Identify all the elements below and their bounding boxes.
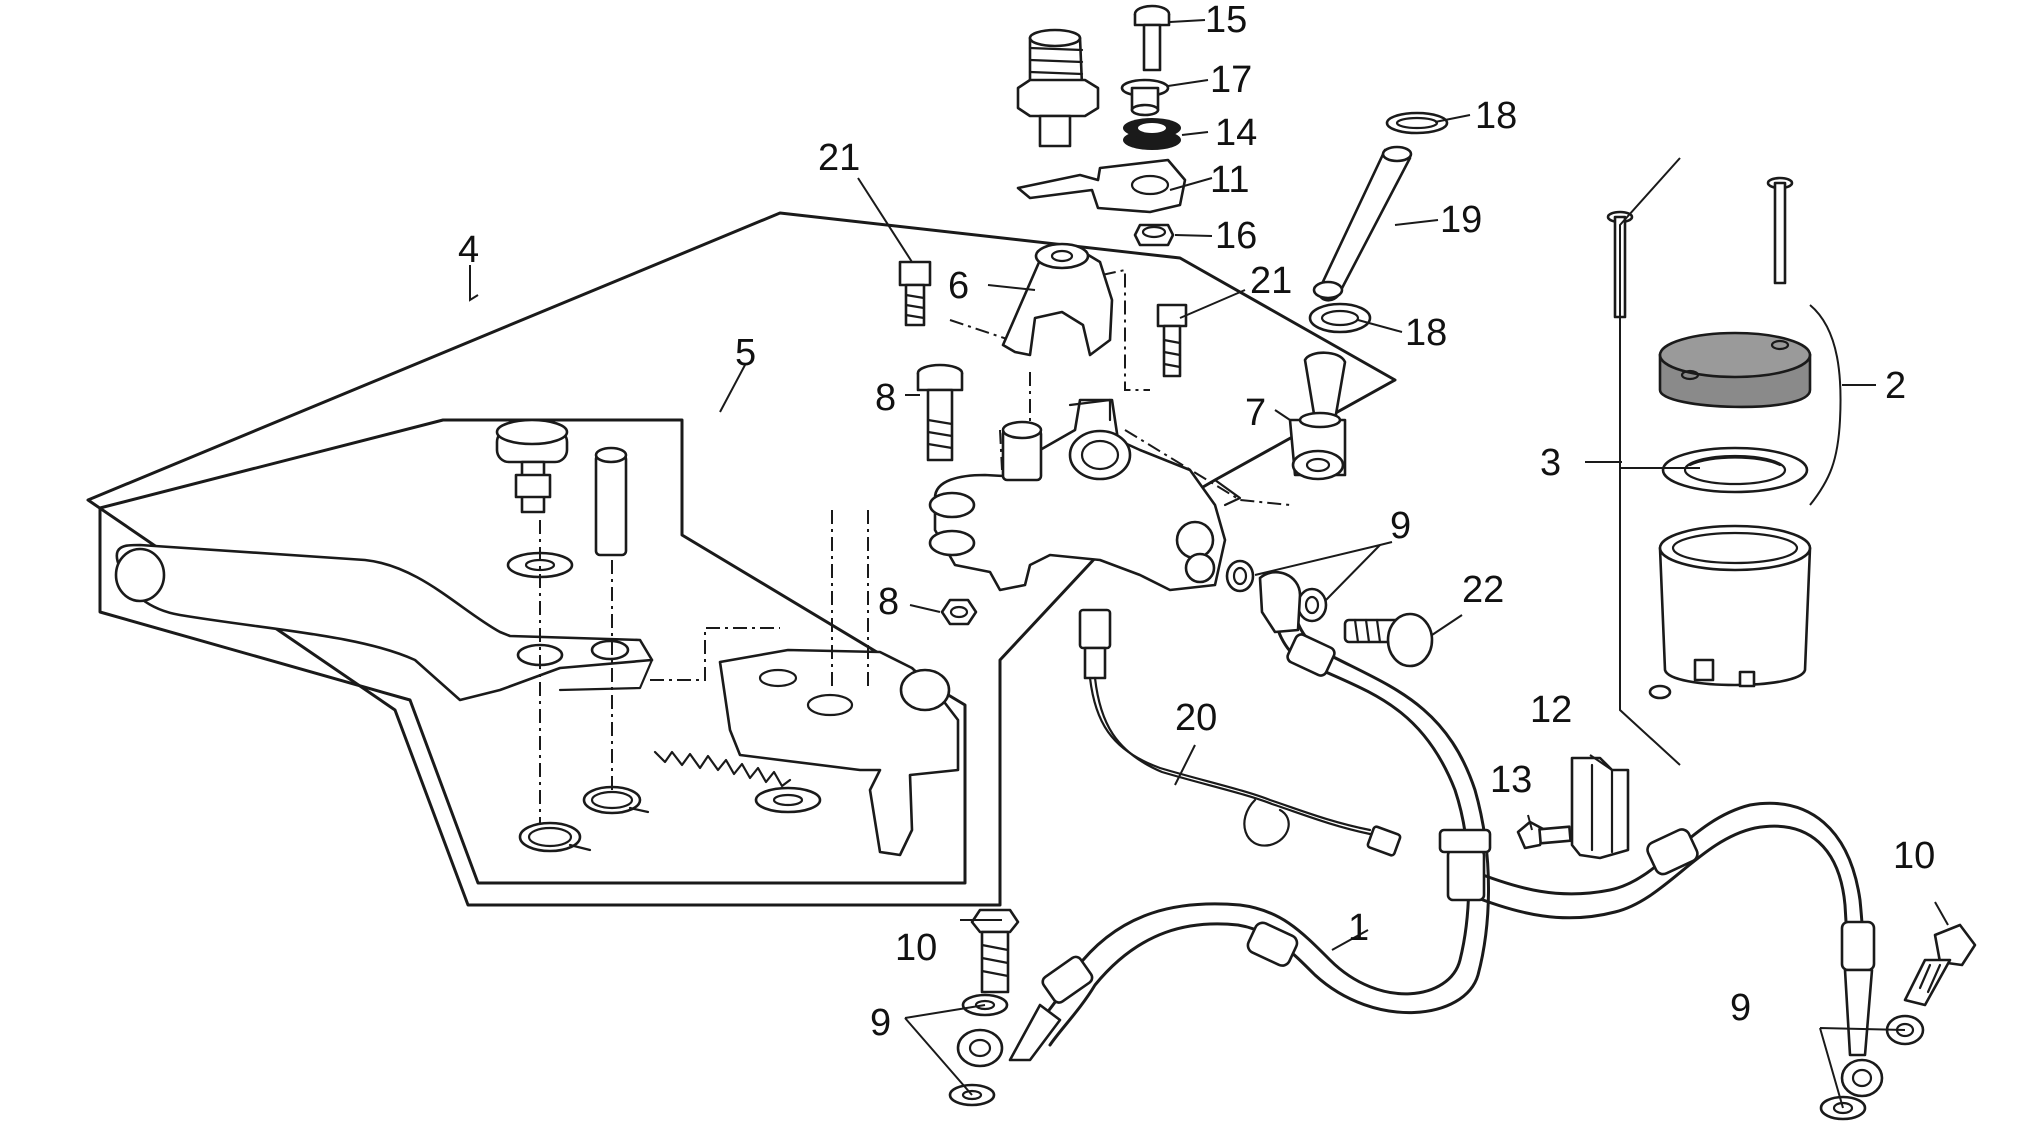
switch-bracket [1016, 158, 1187, 214]
handlebar-clamp [1001, 242, 1114, 357]
master-cylinder-body [928, 398, 1227, 592]
callout-10-right: 10 [1893, 835, 1935, 877]
callout-6: 6 [948, 265, 969, 307]
callout-19: 19 [1440, 199, 1482, 241]
callout-9-right: 9 [1730, 987, 1751, 1029]
callout-7: 7 [1245, 392, 1266, 434]
hose-clamp-upper [1385, 111, 1449, 135]
callouts: 1 2 3 4 5 6 7 8 8 9 9 9 10 10 11 12 13 1… [458, 0, 1935, 1044]
adjuster-washer [754, 786, 822, 814]
grommet-14 [1123, 118, 1181, 150]
banjo-fitting-top [1258, 570, 1336, 677]
callout-8-lower: 8 [878, 581, 899, 623]
clip-screw [1516, 820, 1572, 850]
leader-lines [469, 19, 1949, 1109]
callout-20: 20 [1175, 697, 1217, 739]
clamp-screw-left [898, 260, 932, 327]
banjo-fitting-left [956, 955, 1094, 1068]
reservoir-nut [1648, 684, 1672, 700]
banjo-bolt-right [1903, 923, 1977, 1007]
screw-15 [1133, 4, 1171, 72]
callout-8-upper: 8 [875, 377, 896, 419]
callout-9-upper: 9 [1390, 505, 1411, 547]
callout-21-right: 21 [1250, 260, 1292, 302]
circlip-upper [582, 785, 650, 815]
sensor-wire [1078, 608, 1402, 857]
callout-22: 22 [1462, 569, 1504, 611]
callout-13: 13 [1490, 759, 1532, 801]
callout-5: 5 [735, 332, 756, 374]
callout-12: 12 [1530, 689, 1572, 731]
hose-junction [1438, 828, 1492, 902]
pivot-bolt [495, 418, 569, 514]
reservoir-diaphragm [1661, 446, 1809, 494]
spring [653, 750, 792, 788]
lever-adjuster [718, 648, 960, 857]
callout-9-left: 9 [870, 1002, 891, 1044]
reservoir-hose [1312, 145, 1413, 302]
brake-hose-main [1028, 596, 1490, 1047]
nut-16 [1133, 223, 1175, 247]
reservoir-body [1658, 524, 1812, 688]
washer-9b [1296, 587, 1328, 623]
callout-14: 14 [1215, 112, 1257, 154]
assembly-5-outline [98, 418, 967, 885]
alignment-lines [539, 268, 1291, 825]
callout-16: 16 [1215, 215, 1257, 257]
hose-clamp-lower [1308, 302, 1372, 334]
pivot-nut [940, 598, 978, 626]
callout-1: 1 [1348, 907, 1369, 949]
spacer-17 [1120, 78, 1170, 117]
brake-light-switch [1016, 28, 1100, 148]
reservoir-screws [1606, 176, 1794, 319]
callout-2: 2 [1885, 365, 1906, 407]
callout-3: 3 [1540, 442, 1561, 484]
hose-sleeve-right [1646, 828, 1699, 876]
callout-18-upper: 18 [1475, 95, 1517, 137]
hose-clip [1570, 756, 1630, 860]
callout-21-left: 21 [818, 137, 860, 179]
callout-18-lower: 18 [1405, 312, 1447, 354]
callout-11: 11 [1210, 159, 1249, 201]
banjo-fitting-right [1840, 920, 1884, 1098]
clamp-screw-right [1156, 303, 1188, 378]
callout-4: 4 [458, 229, 479, 271]
bracket-2 [1809, 304, 1842, 506]
callout-10-left: 10 [895, 927, 937, 969]
circlip-lower [518, 821, 592, 853]
hose-fitting [1288, 351, 1347, 481]
hose-sleeve-mid [1246, 921, 1299, 967]
banjo-bolt [1343, 612, 1434, 668]
callout-17: 17 [1210, 59, 1252, 101]
banjo-bolt-left [970, 908, 1020, 994]
reservoir-cap [1658, 331, 1812, 409]
brake-lever [114, 543, 654, 702]
washer-9a [1225, 559, 1255, 593]
callout-15: 15 [1205, 0, 1247, 41]
pivot-pin [594, 446, 628, 557]
lever-pivot-bolt [916, 363, 964, 462]
